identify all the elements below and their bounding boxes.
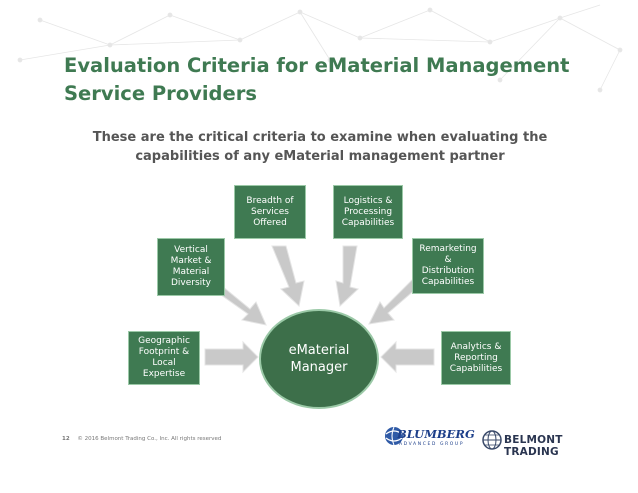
network-background-graphic — [17, 4, 623, 93]
blumberg-logo-subtext: ADVANCED GROUP — [399, 442, 465, 447]
arrow-logistics — [335, 245, 360, 308]
belmont-logo-text: BELMONT TRADING — [504, 434, 563, 458]
copyright-text: © 2016 Belmont Trading Co., Inc. All rig… — [77, 436, 222, 442]
criterion-logistics: Logistics & Processing Capabilities — [333, 185, 403, 239]
slide-subtitle: These are the critical criteria to exami… — [92, 130, 548, 164]
arrow-breadth — [271, 245, 305, 307]
footer: 12 © 2016 Belmont Trading Co., Inc. All … — [62, 436, 221, 442]
arrow-geographic — [204, 340, 259, 374]
blumberg-globe-icon — [385, 426, 403, 446]
arrow-remarketing — [368, 279, 418, 325]
criterion-remarketing: Remarketing & Distribution Capabilities — [412, 238, 484, 294]
criterion-geographic: Geographic Footprint & Local Expertise — [128, 331, 200, 385]
criterion-analytics: Analytics & Reporting Capabilities — [441, 331, 511, 385]
blumberg-logo: BLUMBERG ADVANCED GROUP — [383, 424, 475, 452]
page-number: 12 — [62, 436, 70, 442]
slide-title: Evaluation Criteria for eMaterial Manage… — [64, 54, 570, 105]
belmont-globe-icon — [482, 430, 502, 450]
blumberg-logo-text: BLUMBERG — [397, 427, 475, 441]
criterion-breadth: Breadth of Services Offered — [234, 185, 306, 239]
criterion-vertical: Vertical Market & Material Diversity — [157, 238, 225, 296]
arrow-analytics — [380, 340, 435, 374]
belmont-trading-logo: BELMONT TRADING — [482, 428, 582, 458]
center-emateral-manager: eMaterial Manager — [259, 309, 379, 409]
